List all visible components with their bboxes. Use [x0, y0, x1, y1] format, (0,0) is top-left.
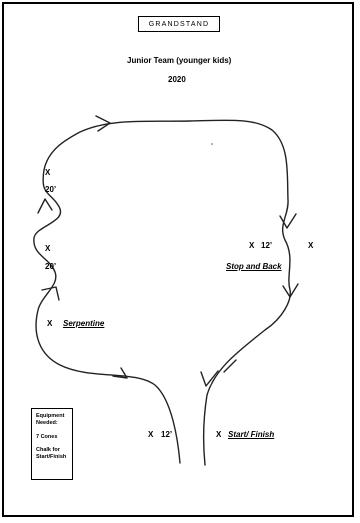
tick-right	[223, 359, 237, 373]
arrow-left	[37, 198, 53, 214]
course-path	[33, 119, 291, 466]
marker-x-left-mid: X	[45, 244, 51, 253]
marker-x-serpentine: X	[47, 319, 53, 328]
station-stop-and-back: Stop and Back	[226, 262, 282, 271]
year-label: 2020	[168, 75, 186, 84]
equipment-box: Equipment Needed: 7 Cones Chalk for Star…	[31, 408, 73, 480]
arrow-right-top	[279, 213, 297, 229]
marker-x-right-inner: X	[249, 241, 255, 250]
arrow-top	[95, 115, 111, 132]
dot-mark	[211, 143, 213, 145]
marker-x-left-top: X	[45, 168, 51, 177]
distance-left-mid: 20’	[45, 262, 57, 271]
grandstand-badge: GRANDSTAND	[138, 16, 220, 32]
arrow-bottom-left	[112, 367, 128, 379]
marker-x-bottom: X	[148, 430, 154, 439]
equipment-heading-line1: Equipment	[36, 413, 65, 419]
arrow-right-bottom	[282, 283, 299, 298]
equipment-heading-line2: Needed:	[36, 419, 58, 426]
arrow-bottom-right	[200, 370, 219, 387]
station-start-finish: Start/ Finish	[228, 430, 275, 439]
station-serpentine: Serpentine	[63, 319, 105, 328]
distance-bottom: 12’	[161, 430, 173, 439]
arrow-lower-left	[41, 286, 60, 301]
distance-left-top: 20’	[45, 185, 57, 194]
page-title: Junior Team (younger kids)	[127, 56, 232, 65]
page-frame	[2, 2, 354, 517]
equipment-chalk-line2: Start/Finish	[36, 453, 67, 460]
equipment-cones: 7 Cones	[36, 433, 58, 440]
marker-x-start: X	[216, 430, 222, 439]
distance-right: 12’	[261, 241, 273, 250]
equipment-chalk-line1: Chalk for	[36, 446, 60, 453]
marker-x-right-outer: X	[308, 241, 314, 250]
